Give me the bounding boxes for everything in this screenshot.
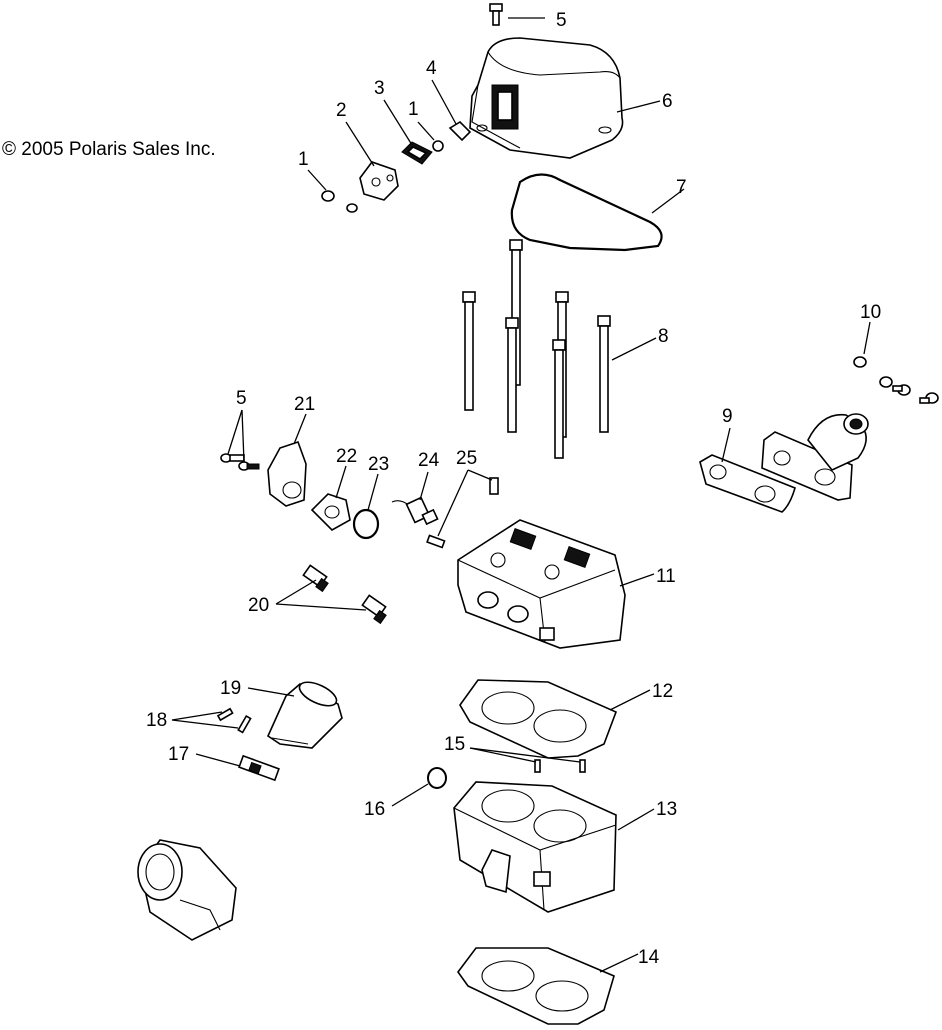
head-gasket-12	[459, 679, 618, 759]
thermostat-housing-21	[220, 440, 307, 507]
callout-11: 11	[656, 566, 676, 587]
callout-16: 16	[364, 799, 385, 820]
callout-5-left: 5	[236, 388, 247, 409]
screw-1-right	[432, 140, 444, 152]
leader-lines	[171, 17, 871, 973]
callout-14: 14	[638, 947, 660, 968]
callout-22: 22	[336, 446, 357, 467]
intake-boot-19	[266, 681, 343, 749]
base-gasket-14	[457, 947, 615, 1025]
callout-18: 18	[146, 710, 167, 731]
callout-13: 13	[656, 799, 677, 820]
plug-16	[427, 767, 447, 789]
cover-gasket-7	[510, 173, 663, 252]
screws-10	[853, 356, 939, 404]
copyright-text: © 2005 Polaris Sales Inc.	[2, 139, 216, 160]
callout-10: 10	[860, 302, 881, 323]
callout-3: 3	[374, 78, 385, 99]
callout-6: 6	[662, 91, 673, 112]
callout-15: 15	[444, 734, 465, 755]
callout-20: 20	[248, 595, 269, 616]
callout-2: 2	[336, 100, 347, 121]
callout-23: 23	[368, 454, 389, 475]
valve-cover-6	[469, 37, 624, 159]
callout-12: 12	[652, 681, 673, 702]
thermostat-22	[310, 493, 351, 531]
fitting-2	[359, 161, 399, 201]
callout-25: 25	[456, 448, 477, 469]
callout-17: 17	[168, 744, 189, 765]
cylinder-head-11	[457, 519, 626, 649]
screws-18	[216, 707, 252, 734]
callout-5-top: 5	[556, 10, 567, 31]
plate-3	[401, 141, 433, 165]
callout-labels: 5 6 7 8 2 3 4 1 1 10 9 11 12 13 14 15 16…	[146, 10, 881, 968]
throttle-body	[137, 839, 237, 941]
callout-19: 19	[220, 678, 241, 699]
callout-4: 4	[426, 58, 437, 79]
head-bolts-8	[462, 239, 611, 459]
callout-8: 8	[658, 326, 669, 347]
callout-9: 9	[722, 406, 733, 427]
callout-7: 7	[676, 177, 687, 198]
exhaust-manifold	[761, 413, 869, 501]
screw-1-left	[321, 190, 358, 213]
temperature-sensor-24	[391, 496, 439, 526]
cylinder-13	[453, 781, 617, 913]
callout-1-left: 1	[298, 149, 309, 170]
gasket-4	[448, 120, 472, 142]
dowel-pins-15	[534, 759, 586, 773]
fittings-25	[426, 477, 499, 549]
bolt-5-top	[489, 3, 503, 26]
clamp-17	[238, 754, 280, 782]
exhaust-gasket-9	[699, 454, 796, 513]
callout-21: 21	[294, 394, 315, 415]
spark-plugs-20	[302, 564, 387, 625]
callout-1-right: 1	[408, 99, 419, 120]
seal-ring-23	[352, 508, 380, 540]
callout-24: 24	[418, 450, 440, 471]
